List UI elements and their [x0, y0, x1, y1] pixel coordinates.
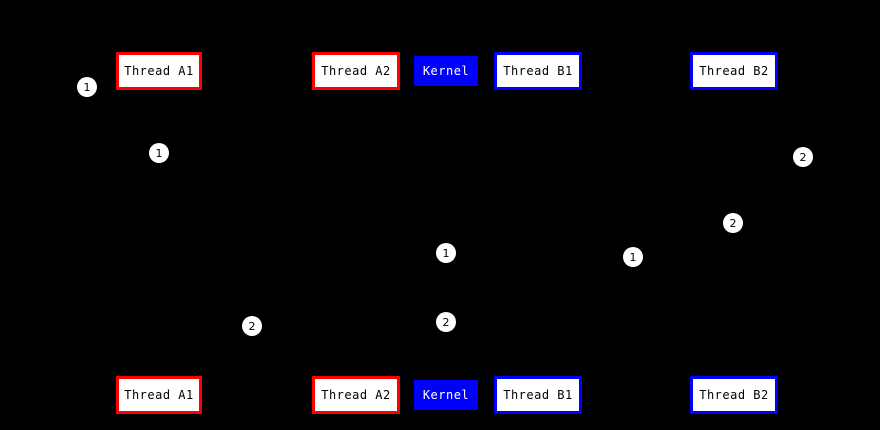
lifeline-thread-b1	[538, 90, 539, 376]
lifeline-thread-a2	[356, 90, 357, 376]
sequence-number-badge: 1	[436, 243, 456, 263]
participant-thread-a1-top[interactable]: Thread A1	[116, 52, 202, 90]
sequence-number-badge: 2	[242, 316, 262, 336]
message-arrow-m7	[733, 136, 734, 178]
message-arrow-m6	[537, 201, 734, 244]
participant-thread-b1-bottom[interactable]: Thread B1	[494, 376, 582, 414]
participant-thread-a2-bottom[interactable]: Thread A2	[312, 376, 400, 414]
participant-thread-b2-bottom[interactable]: Thread B2	[690, 376, 778, 414]
participant-thread-a2-top[interactable]: Thread A2	[312, 52, 400, 90]
participant-label: Thread A1	[124, 388, 194, 402]
participant-label: Thread B2	[699, 388, 769, 402]
participant-label: Kernel	[422, 64, 470, 78]
participant-label: Thread A2	[321, 388, 391, 402]
sequence-number-badge: 2	[793, 147, 813, 167]
participant-thread-b1-top[interactable]: Thread B1	[494, 52, 582, 90]
participant-kernel-top[interactable]: Kernel	[414, 56, 478, 86]
sequence-number-badge: 2	[723, 213, 743, 233]
participant-label: Kernel	[422, 388, 470, 402]
participant-label: Thread A1	[124, 64, 194, 78]
lifeline-thread-a1	[159, 90, 160, 376]
participant-thread-a1-bottom[interactable]: Thread A1	[116, 376, 202, 414]
participant-label: Thread B2	[699, 64, 769, 78]
sequence-number-badge: 2	[436, 312, 456, 332]
lifeline-thread-b2	[734, 90, 735, 376]
sequence-number-badge: 1	[623, 247, 643, 267]
lifeline-kernel	[446, 86, 447, 380]
participant-label: Thread A2	[321, 64, 391, 78]
participant-kernel-bottom[interactable]: Kernel	[414, 380, 478, 410]
sequence-number-badge: 1	[149, 143, 169, 163]
participant-label: Thread B1	[503, 64, 573, 78]
participant-thread-b2-top[interactable]: Thread B2	[690, 52, 778, 90]
sequence-number-badge: 1	[77, 77, 97, 97]
participant-label: Thread B1	[503, 388, 573, 402]
